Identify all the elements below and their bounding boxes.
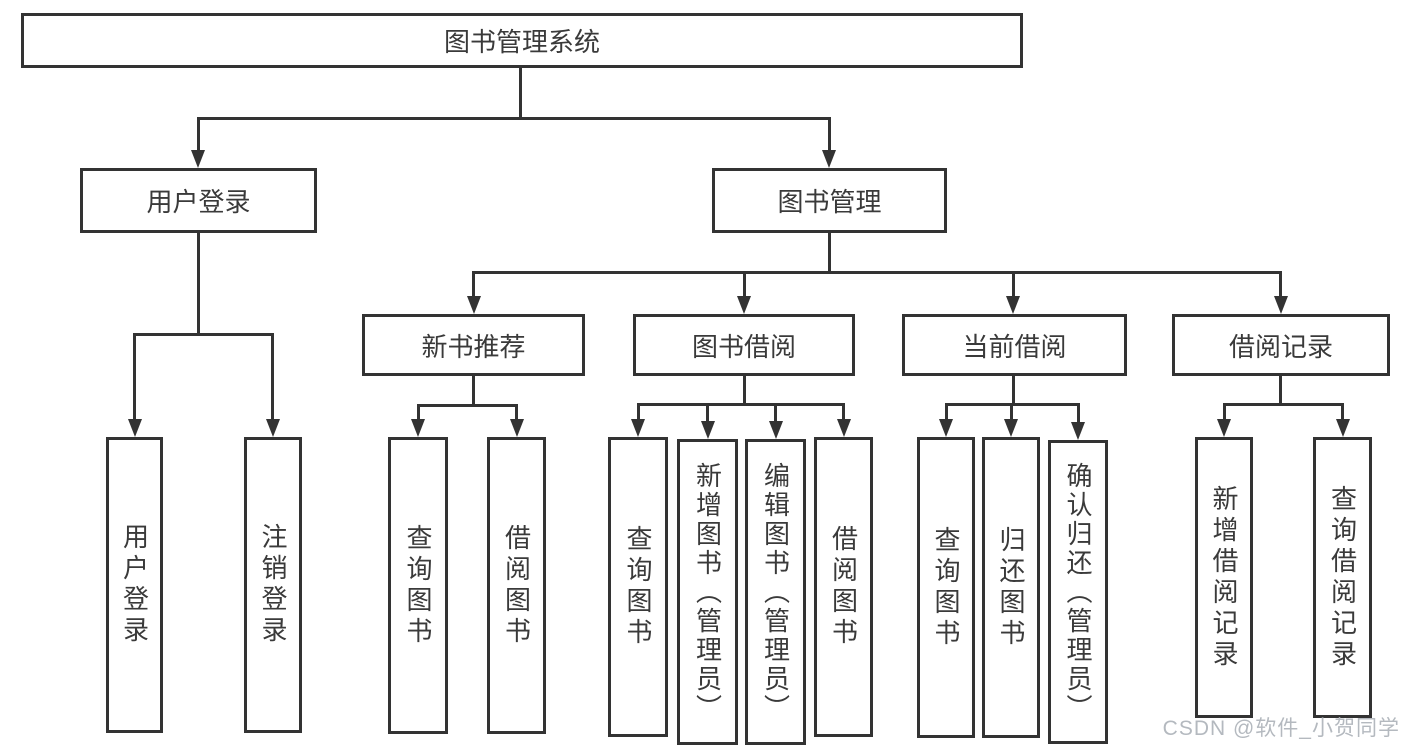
connector-line xyxy=(1341,403,1344,421)
leaf-borrow-books-recommend: 借阅图书 xyxy=(487,437,546,734)
node-borrow-records-label: 借阅记录 xyxy=(1228,331,1333,362)
connector-line xyxy=(1077,403,1080,424)
leaf-logout: 注销登录 xyxy=(244,437,302,733)
leaf-return-books: 归还图书 xyxy=(982,437,1040,738)
leaf-logout-label: 注销登录 xyxy=(258,523,288,647)
leaf-query-books-recommend: 查询图书 xyxy=(388,437,448,734)
connector-line xyxy=(1012,376,1015,406)
arrowhead xyxy=(1004,419,1018,437)
leaf-query-books-current: 查询图书 xyxy=(917,437,975,738)
connector-line xyxy=(519,66,522,120)
connector-line xyxy=(945,403,948,421)
arrowhead xyxy=(1217,419,1231,437)
arrowhead xyxy=(1071,422,1085,440)
connector-line xyxy=(472,271,1282,274)
connector-line xyxy=(743,271,746,298)
node-user-login: 用户登录 xyxy=(80,168,317,233)
connector-line xyxy=(774,403,777,423)
arrowhead xyxy=(411,419,425,437)
arrowhead xyxy=(467,296,481,314)
node-new-book-recommendation-label: 新书推荐 xyxy=(421,331,526,362)
connector-line xyxy=(743,376,746,406)
connector-line xyxy=(1223,403,1344,406)
node-root: 图书管理系统 xyxy=(21,13,1023,68)
leaf-query-books-recommend-label: 查询图书 xyxy=(403,523,433,648)
leaf-query-books-current-label: 查询图书 xyxy=(931,525,961,650)
node-book-management: 图书管理 xyxy=(712,168,947,233)
leaf-query-books-borrowing: 查询图书 xyxy=(608,437,668,737)
connector-line xyxy=(828,233,831,274)
leaf-add-borrow-record: 新增借阅记录 xyxy=(1195,437,1253,718)
leaf-query-borrow-record: 查询借阅记录 xyxy=(1313,437,1372,718)
node-new-book-recommendation: 新书推荐 xyxy=(362,314,585,376)
connector-line xyxy=(197,233,200,336)
node-borrow-records: 借阅记录 xyxy=(1172,314,1390,376)
arrowhead xyxy=(837,419,851,437)
arrowhead xyxy=(939,419,953,437)
arrowhead xyxy=(737,296,751,314)
arrowhead xyxy=(1006,296,1020,314)
leaf-return-books-label: 归还图书 xyxy=(996,525,1026,650)
csdn-watermark: CSDN @软件_小贺同学 xyxy=(1162,717,1400,740)
arrowhead xyxy=(769,421,783,439)
arrowhead xyxy=(510,419,524,437)
leaf-user-login-label: 用户登录 xyxy=(119,523,150,647)
leaf-borrow-books-recommend-label: 借阅图书 xyxy=(501,523,532,648)
leaf-borrow-books-label: 借阅图书 xyxy=(828,525,859,649)
connector-line xyxy=(1012,271,1015,298)
connector-line xyxy=(828,117,831,152)
leaf-confirm-return-admin: 确认归还（管理员） xyxy=(1048,440,1108,744)
node-root-label: 图书管理系统 xyxy=(443,27,600,57)
connector-line xyxy=(1223,403,1226,421)
node-book-borrowing-label: 图书借阅 xyxy=(691,331,796,362)
connector-line xyxy=(842,403,845,421)
node-current-borrowing: 当前借阅 xyxy=(902,314,1127,376)
leaf-edit-book-admin-label: 编辑图书（管理员） xyxy=(760,461,791,723)
leaf-user-login: 用户登录 xyxy=(106,437,163,733)
leaf-confirm-return-admin-label: 确认归还（管理员） xyxy=(1063,461,1093,723)
arrowhead xyxy=(191,150,205,168)
node-user-login-label: 用户登录 xyxy=(146,187,251,217)
connector-line xyxy=(472,271,475,298)
connector-line xyxy=(515,404,518,421)
arrowhead xyxy=(266,419,280,437)
leaf-query-borrow-record-label: 查询借阅记录 xyxy=(1327,484,1358,671)
arrowhead xyxy=(128,419,142,437)
connector-line xyxy=(417,404,420,421)
arrowhead xyxy=(822,150,836,168)
arrowhead xyxy=(1274,296,1288,314)
leaf-add-borrow-record-label: 新增借阅记录 xyxy=(1209,484,1239,671)
connector-line xyxy=(271,333,274,421)
connector-line xyxy=(1279,271,1282,298)
node-current-borrowing-label: 当前借阅 xyxy=(962,331,1067,362)
leaf-edit-book-admin: 编辑图书（管理员） xyxy=(745,439,806,745)
connector-line xyxy=(133,333,274,336)
leaf-add-book-admin: 新增图书（管理员） xyxy=(677,439,738,745)
connector-line xyxy=(637,403,640,421)
connector-line xyxy=(197,117,200,152)
connector-line xyxy=(133,333,136,421)
connector-line xyxy=(1010,403,1013,421)
connector-line xyxy=(1279,376,1282,406)
node-book-borrowing: 图书借阅 xyxy=(633,314,855,376)
leaf-borrow-books: 借阅图书 xyxy=(814,437,873,737)
connector-line xyxy=(472,376,475,407)
connector-line xyxy=(637,403,845,406)
connector-line xyxy=(417,404,518,407)
connector-line xyxy=(197,117,831,120)
node-book-management-label: 图书管理 xyxy=(777,187,882,217)
arrowhead xyxy=(701,421,715,439)
arrowhead xyxy=(631,419,645,437)
leaf-query-books-borrowing-label: 查询图书 xyxy=(623,525,653,649)
leaf-add-book-admin-label: 新增图书（管理员） xyxy=(692,461,723,723)
connector-line xyxy=(706,403,709,423)
arrowhead xyxy=(1336,419,1350,437)
